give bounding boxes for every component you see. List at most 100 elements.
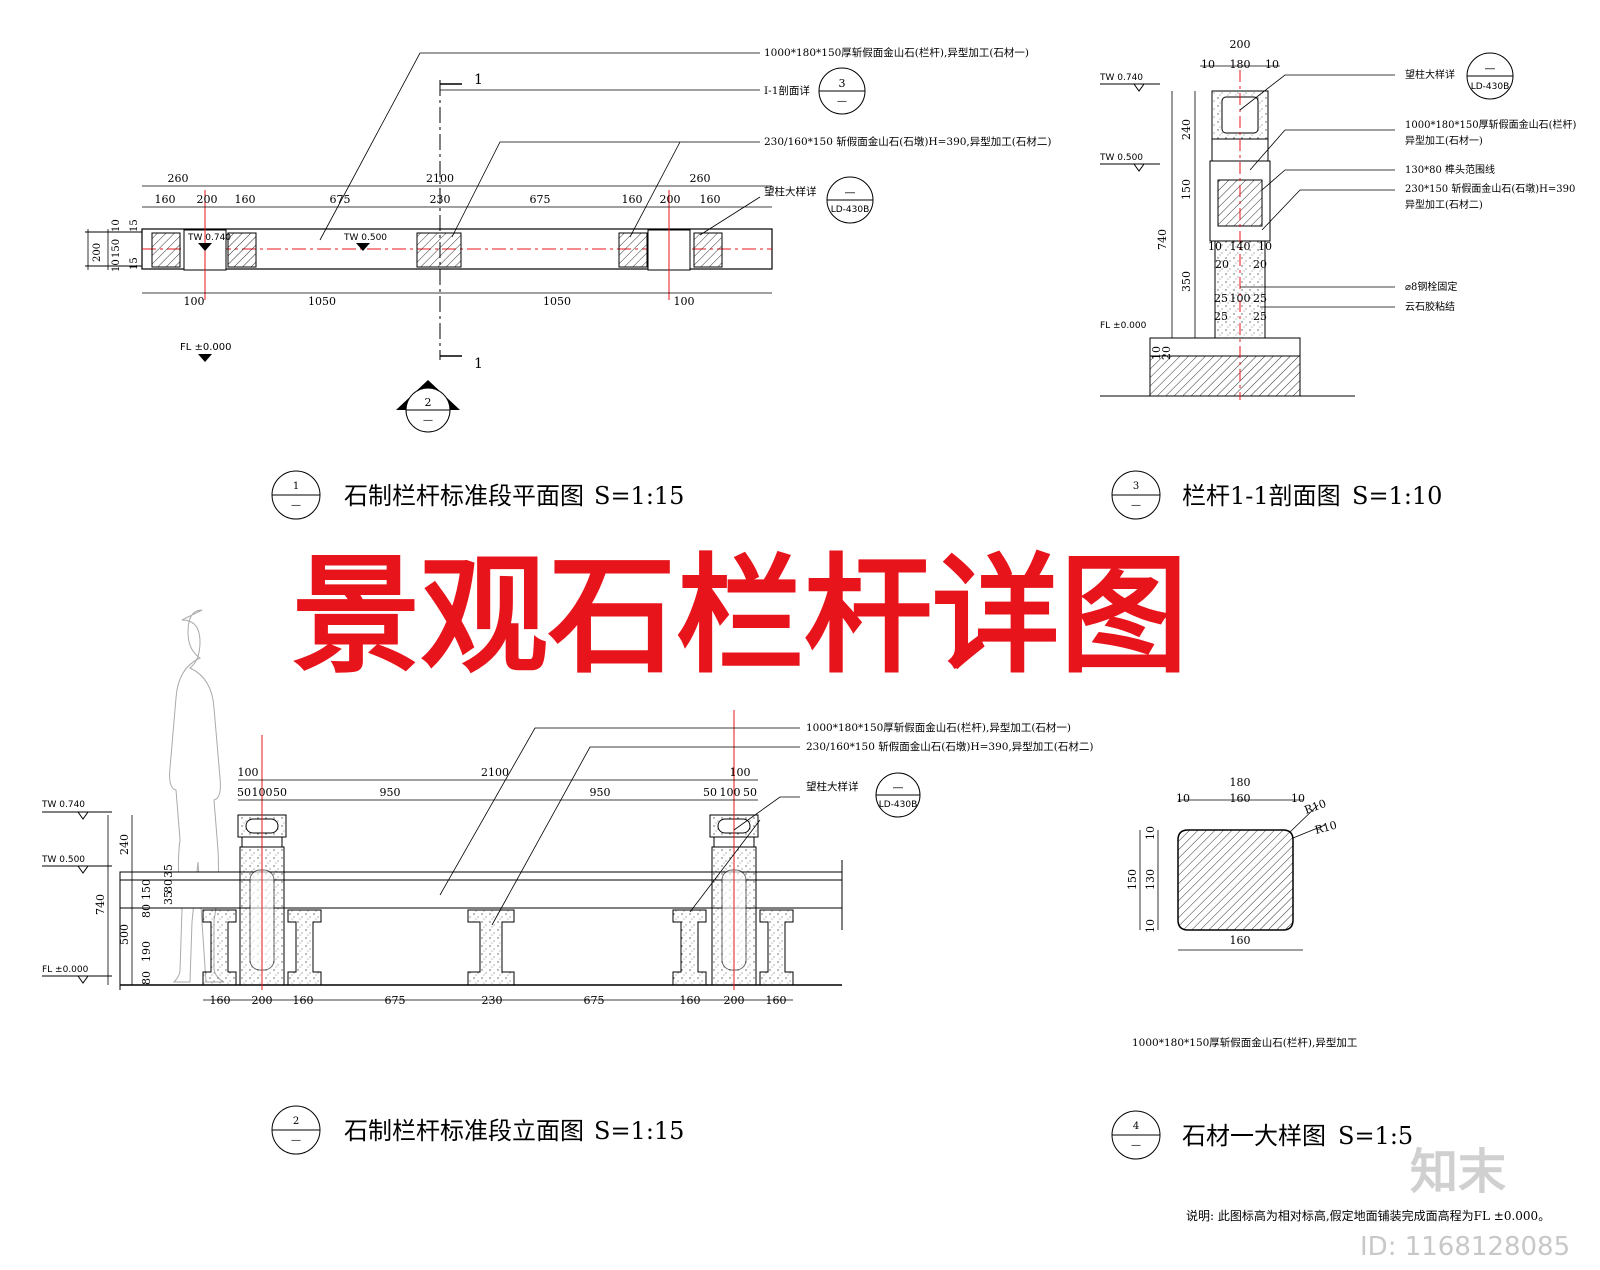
plan-view-marker: 2 — <box>396 380 460 433</box>
section-mark-top: 1 <box>474 72 483 88</box>
plan-ref-circle-2: — LD-430B <box>826 176 874 224</box>
svg-text:10: 10 <box>1258 240 1272 253</box>
svg-text:200: 200 <box>252 994 273 1007</box>
brand-logo: 知末 <box>1410 1144 1506 1200</box>
svg-text:10: 10 <box>1144 826 1157 840</box>
plan-dim-top-1: 2100 <box>426 172 454 185</box>
brand-id: ID: 1168128085 <box>1360 1232 1570 1262</box>
svg-text:LD-430B: LD-430B <box>1471 82 1510 92</box>
svg-text:—: — <box>1131 1140 1141 1151</box>
detail-view: 180 10 160 10 160 150 10 130 10 R10 R10 … <box>1126 776 1357 1049</box>
svg-text:950: 950 <box>380 786 401 799</box>
svg-text:160: 160 <box>766 994 787 1007</box>
section-dim-top-1: 10 <box>1201 58 1215 71</box>
section-note-3: 130*80 榫头范围线 <box>1405 163 1495 176</box>
section-dim-left-0: 240 <box>1180 119 1193 140</box>
svg-text:100: 100 <box>720 786 741 799</box>
section-note-6: ⌀8钢栓固定 <box>1405 280 1457 293</box>
plan-dim-a: 160 <box>155 193 176 206</box>
elev-note-1: 230/160*150 斩假面金山石(石墩)H=390,异型加工(石材二) <box>806 740 1093 753</box>
svg-text:160: 160 <box>680 994 701 1007</box>
section-note-4: 230*150 斩假面金山石(石墩)H=390 <box>1405 182 1575 195</box>
section-tw-rail: TW 0.500 <box>1099 153 1143 163</box>
plan-dim-top-0: 260 <box>168 172 189 185</box>
svg-text:2100: 2100 <box>481 766 509 779</box>
section-fl: FL ±0.000 <box>1100 321 1147 331</box>
svg-text:80: 80 <box>162 879 175 893</box>
section-dim-left-4: 10 <box>1150 346 1163 360</box>
svg-text:3: 3 <box>1133 481 1139 492</box>
plan-ref-circle-1: 3 — <box>818 67 866 115</box>
section-view: 200 10 180 10 240 150 740 350 10 20 10 1… <box>1099 38 1577 400</box>
svg-text:100: 100 <box>238 766 259 779</box>
svg-text:675: 675 <box>584 994 605 1007</box>
plan-dim-left-0: 200 <box>92 243 103 262</box>
plan-title: 石制栏杆标准段平面图 <box>344 482 584 510</box>
svg-text:1: 1 <box>293 481 299 492</box>
svg-text:3: 3 <box>839 77 846 90</box>
svg-text:R10: R10 <box>1303 797 1328 817</box>
section-note-2: 异型加工(石材一) <box>1405 134 1483 147</box>
elev-fl: FL ±0.000 <box>42 965 89 975</box>
svg-text:150: 150 <box>1126 869 1139 890</box>
elevation-scale: S=1:15 <box>594 1117 684 1145</box>
svg-text:—: — <box>845 186 856 199</box>
plan-dim-f: 675 <box>530 193 551 206</box>
svg-text:180: 180 <box>1230 776 1251 789</box>
section-note-7: 云石胶粘结 <box>1405 300 1455 313</box>
plan-scale: S=1:15 <box>594 482 684 510</box>
plan-dim-d: 675 <box>330 193 351 206</box>
plan-tw-post: TW 0.740 <box>187 233 231 243</box>
plan-note-2: 230/160*150 斩假面金山石(石墩)H=390,异型加工(石材二) <box>764 135 1051 148</box>
svg-text:10: 10 <box>1176 792 1190 805</box>
svg-text:100: 100 <box>252 786 273 799</box>
svg-text:100: 100 <box>730 766 751 779</box>
svg-text:80: 80 <box>140 971 153 985</box>
detail-caption: 1000*180*150厚斩假面金山石(栏杆),异型加工 <box>1132 1036 1357 1049</box>
elev-note-0: 1000*180*150厚斩假面金山石(栏杆),异型加工(石材一) <box>806 721 1071 734</box>
svg-text:50: 50 <box>703 786 717 799</box>
plan-note-1: I-1剖面详 <box>764 84 810 97</box>
plan-dim-e: 230 <box>430 193 451 206</box>
svg-text:740: 740 <box>94 894 107 915</box>
svg-text:—: — <box>1485 62 1496 75</box>
svg-text:150: 150 <box>140 879 153 900</box>
plan-dim-left-1: 10 <box>111 219 122 232</box>
svg-text:35: 35 <box>162 864 175 878</box>
svg-text:10: 10 <box>1144 919 1157 933</box>
plan-dim-g: 160 <box>622 193 643 206</box>
svg-text:190: 190 <box>140 941 153 962</box>
svg-text:50: 50 <box>273 786 287 799</box>
elev-ref-circle: — LD-430B <box>875 772 921 818</box>
section-dim-left-1: 150 <box>1180 179 1193 200</box>
svg-text:160: 160 <box>1230 934 1251 947</box>
section-note-1: 1000*180*150厚斩假面金山石(栏杆) <box>1405 118 1577 131</box>
svg-text:—: — <box>893 781 904 794</box>
svg-text:240: 240 <box>118 834 131 855</box>
plan-dim-h: 200 <box>660 193 681 206</box>
svg-text:675: 675 <box>385 994 406 1007</box>
svg-text:20: 20 <box>1253 258 1267 271</box>
svg-text:25: 25 <box>1253 292 1267 305</box>
plan-dim-top-2: 260 <box>690 172 711 185</box>
elevation-view: 100 2100 100 50 100 50 950 950 50 100 50… <box>41 609 1093 1007</box>
svg-text:—: — <box>423 415 433 426</box>
svg-text:130: 130 <box>1144 869 1157 890</box>
svg-text:35: 35 <box>162 891 175 905</box>
svg-text:50: 50 <box>743 786 757 799</box>
svg-text:2: 2 <box>425 396 432 409</box>
plan-dim-bot-2: 1050 <box>543 295 571 308</box>
plan-title-block: 1 — 石制栏杆标准段平面图 S=1:15 <box>271 470 684 520</box>
detail-title-block: 4 — 石材一大样图 S=1:5 <box>1111 1110 1413 1160</box>
plan-dim-left-5: 15 <box>129 257 140 270</box>
svg-text:160: 160 <box>1230 792 1251 805</box>
svg-text:25: 25 <box>1253 310 1267 323</box>
svg-text:100: 100 <box>1230 292 1251 305</box>
section-dim-top-0: 200 <box>1230 38 1251 51</box>
elevation-title-block: 2 — 石制栏杆标准段立面图 S=1:15 <box>271 1105 684 1155</box>
plan-dim-left-4: 15 <box>129 219 140 232</box>
plan-dim-left-2: 150 <box>111 239 122 258</box>
svg-text:25: 25 <box>1214 292 1228 305</box>
svg-text:LD-430B: LD-430B <box>831 205 870 215</box>
